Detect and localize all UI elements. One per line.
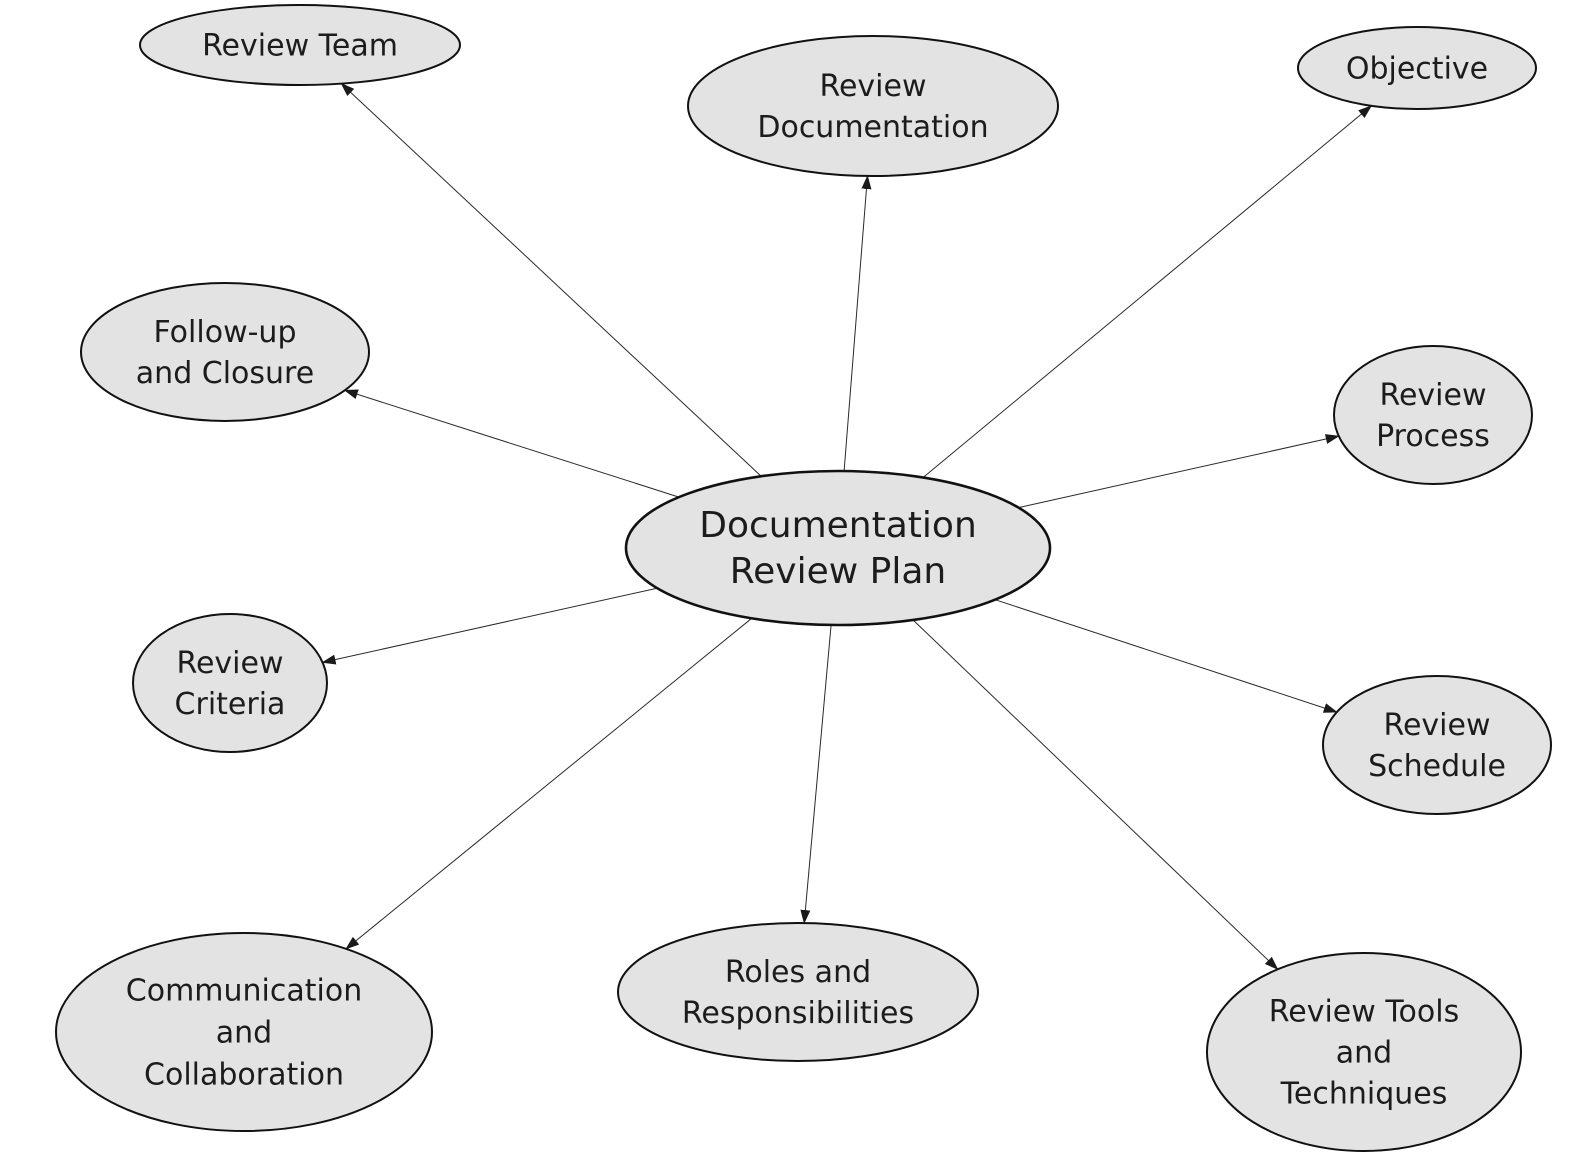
edge-to-review-schedule xyxy=(994,599,1338,713)
review-tools-and-techniques-label-line: and xyxy=(1336,1036,1392,1071)
edge-to-review-documentation xyxy=(843,175,872,472)
review-tools-and-techniques-label-line: Review Tools xyxy=(1269,995,1459,1030)
review-process-label-line: Process xyxy=(1376,419,1490,454)
edge-to-roles-and-responsibilities xyxy=(800,624,832,924)
central-label-line: Review Plan xyxy=(730,551,946,592)
objective-label-line: Objective xyxy=(1346,52,1488,87)
follow-up-and-closure-label-line: Follow-up xyxy=(154,315,297,350)
review-documentation-ellipse xyxy=(687,35,1059,177)
review-documentation-label-line: Review xyxy=(819,69,926,104)
review-criteria-label-line: Review xyxy=(176,646,283,681)
review-schedule-label-line: Schedule xyxy=(1368,749,1506,784)
communication-and-collaboration-label-line: and xyxy=(216,1016,272,1051)
communication-and-collaboration-ellipse xyxy=(55,932,433,1132)
follow-up-and-closure-label-line: and Closure xyxy=(136,356,314,391)
communication-and-collaboration-label-line: Collaboration xyxy=(144,1058,344,1093)
edges-layer xyxy=(321,82,1373,970)
review-criteria-label-line: Criteria xyxy=(175,687,286,722)
edge-to-communication-and-collaboration xyxy=(345,617,753,950)
edge-to-review-criteria xyxy=(321,587,658,665)
communication-and-collaboration-label-line: Communication xyxy=(126,974,362,1009)
follow-up-and-closure-ellipse xyxy=(80,282,370,422)
review-tools-and-techniques-label-line: Techniques xyxy=(1280,1077,1448,1112)
edge-to-review-process xyxy=(1018,434,1340,509)
central-ellipse xyxy=(624,469,1052,627)
review-schedule-label-line: Review xyxy=(1383,708,1490,743)
node-objective: Objective xyxy=(1297,26,1537,110)
review-team-label-line: Review Team xyxy=(202,29,398,64)
edge-to-review-tools-and-techniques xyxy=(912,619,1279,970)
review-process-ellipse xyxy=(1333,345,1533,485)
roles-and-responsibilities-label-line: Responsibilities xyxy=(682,996,914,1031)
node-review-team: Review Team xyxy=(139,4,461,86)
review-process-label-line: Review xyxy=(1379,378,1486,413)
review-schedule-ellipse xyxy=(1322,675,1552,815)
review-documentation-label-line: Documentation xyxy=(757,110,988,145)
central-label-line: Documentation xyxy=(699,505,977,546)
review-team-ellipse xyxy=(139,4,461,86)
edge-to-review-team xyxy=(340,82,762,477)
review-criteria-ellipse xyxy=(132,613,328,753)
edge-to-follow-up-and-closure xyxy=(343,389,680,498)
roles-and-responsibilities-label-line: Roles and xyxy=(725,955,871,990)
edge-to-objective xyxy=(922,105,1373,478)
roles-and-responsibilities-ellipse xyxy=(617,922,979,1062)
objective-ellipse xyxy=(1297,26,1537,110)
review-tools-and-techniques-ellipse xyxy=(1206,952,1522,1152)
node-follow-up-and-closure: Follow-up and Closure xyxy=(80,282,370,422)
